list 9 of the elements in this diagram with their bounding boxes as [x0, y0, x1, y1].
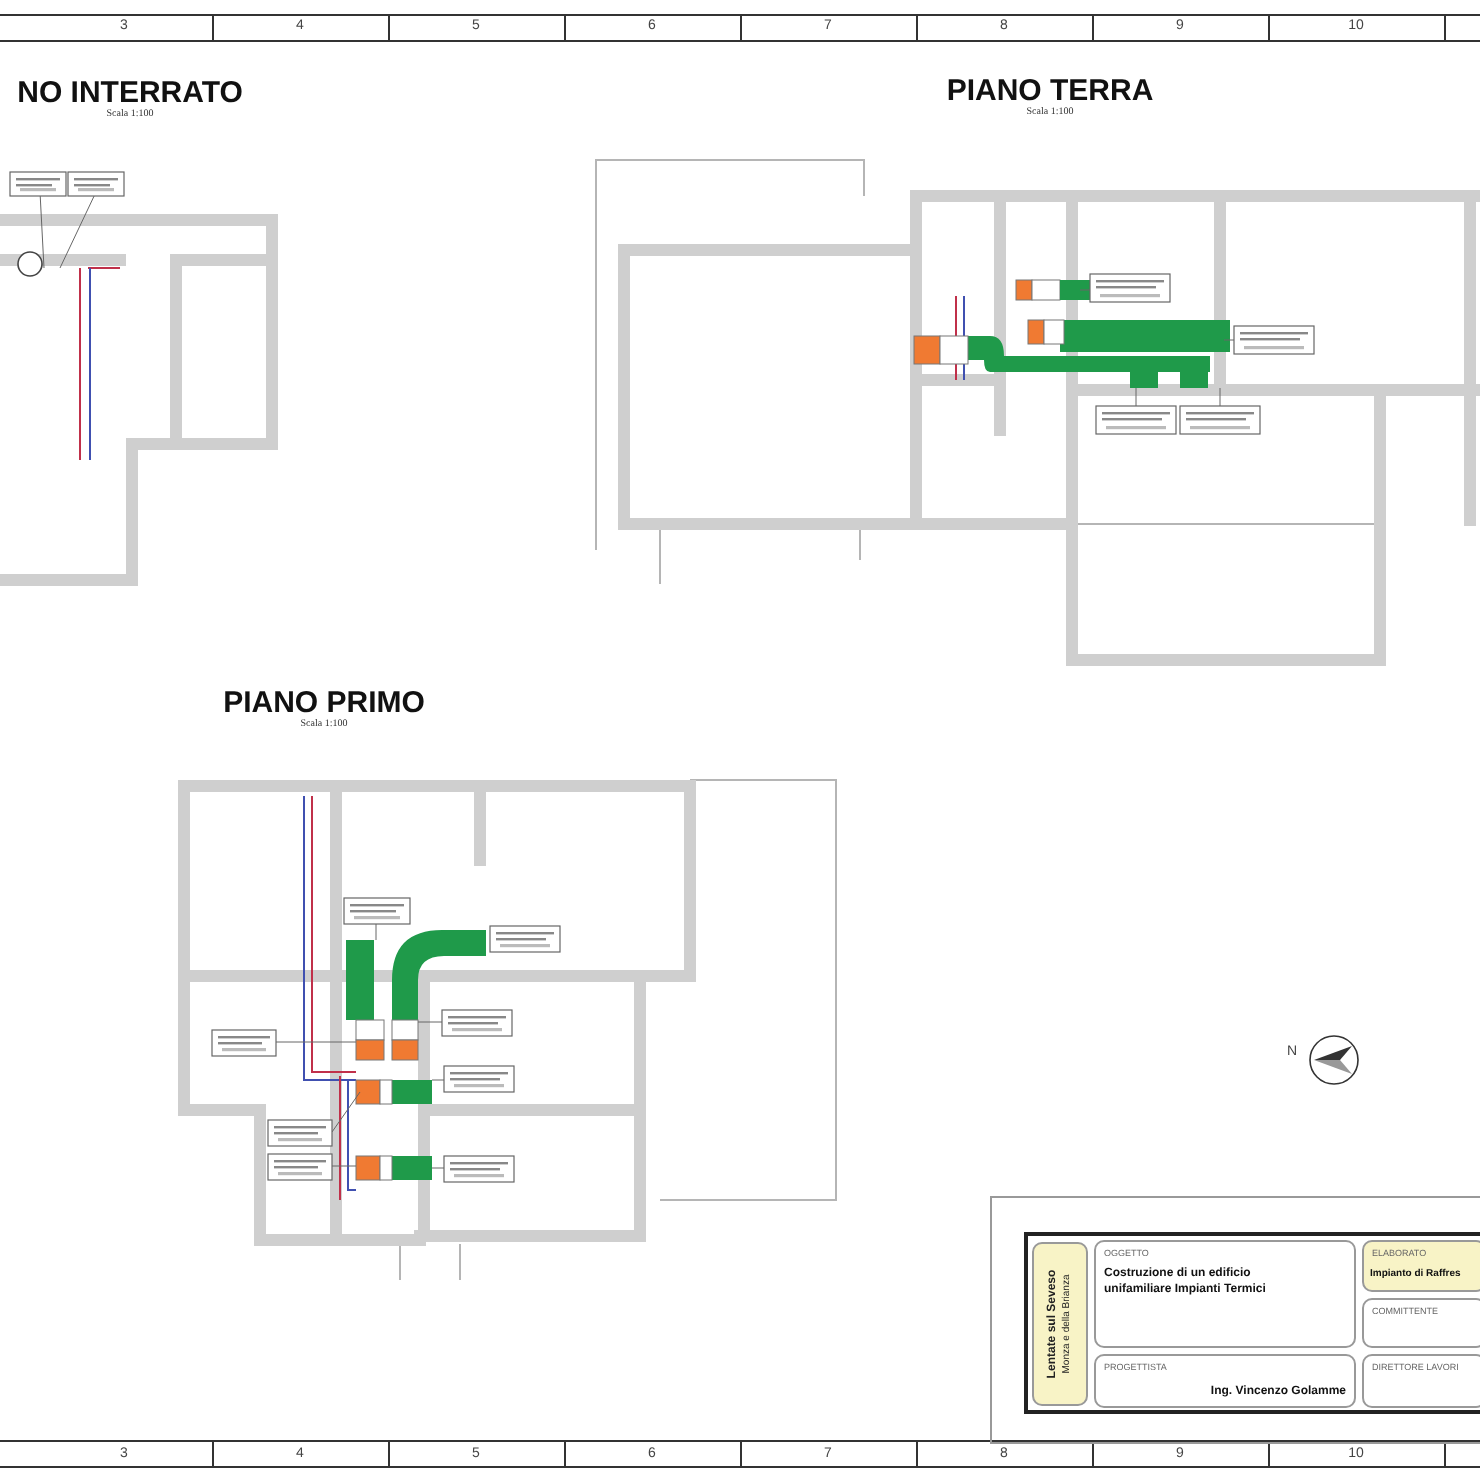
floor-plan-heading: NO INTERRATO — [17, 76, 243, 110]
location-panel — [1032, 1242, 1088, 1406]
title-block-field — [1094, 1354, 1356, 1408]
title-block-field — [1362, 1354, 1480, 1408]
floor-plan-heading: PIANO PRIMO — [223, 686, 425, 720]
floor-plan-heading: PIANO TERRA — [946, 74, 1154, 108]
title-block-field — [1362, 1298, 1480, 1348]
title-block-field — [1094, 1240, 1356, 1348]
title-block-field — [1362, 1240, 1480, 1292]
